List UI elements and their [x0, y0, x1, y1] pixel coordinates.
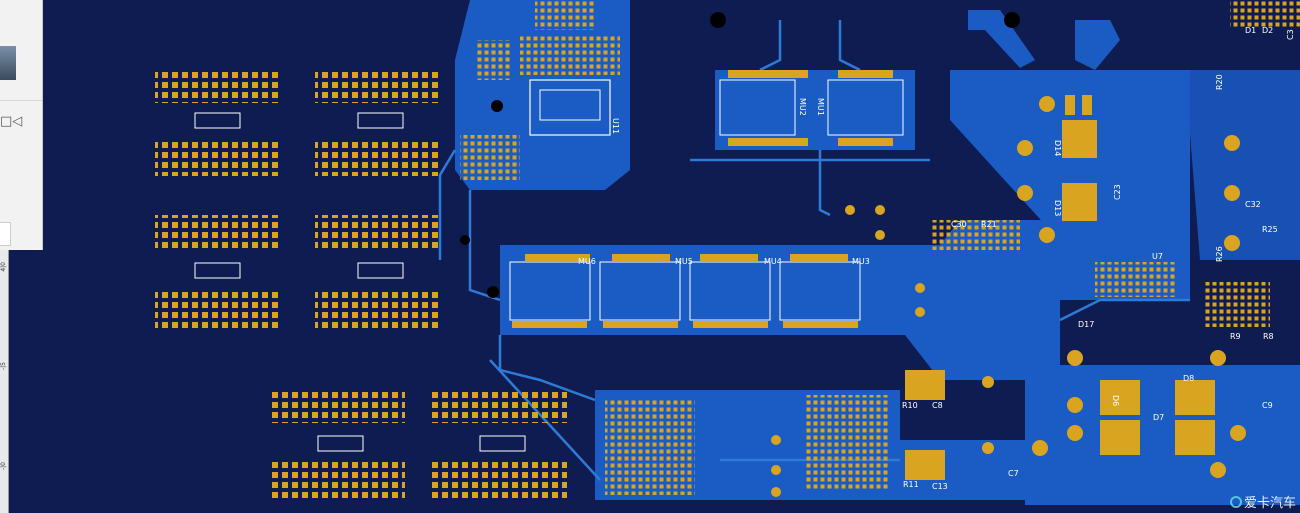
label-c3: C3	[1286, 29, 1295, 40]
side-panel: □◁	[0, 0, 43, 250]
label-mu5: MU5	[675, 257, 693, 266]
mu-modules	[509, 254, 861, 328]
label-d7: D7	[1153, 413, 1164, 422]
label-mu1: MU1	[816, 98, 825, 116]
label-d1: D1	[1245, 26, 1256, 35]
label-d6: D6	[1111, 395, 1120, 406]
panel-divider	[0, 100, 42, 101]
label-r21: R21	[981, 220, 997, 229]
label-r10: R10	[902, 401, 918, 410]
top-modules	[460, 0, 1020, 298]
video-camera-icon[interactable]: □◁	[0, 114, 23, 129]
ruler-mark: -|0	[0, 462, 7, 471]
label-mu3: MU3	[852, 257, 870, 266]
label-r11: R11	[903, 480, 919, 489]
panel-input-box[interactable]	[0, 222, 11, 246]
label-d17: D17	[1078, 320, 1094, 329]
label-r9: R9	[1230, 332, 1241, 341]
watermark-text: 爱卡汽车	[1243, 496, 1296, 511]
label-c32: C32	[1245, 200, 1261, 209]
label-d14: D14	[1053, 140, 1062, 156]
label-u7: U7	[1152, 252, 1163, 261]
label-c8: C8	[932, 401, 943, 410]
label-d13: D13	[1053, 200, 1062, 216]
vias	[771, 96, 1246, 497]
silkscreen-labels: U11 MU2 MU1 MU6 MU5 MU4 MU3 U7 D14 D13 D…	[578, 26, 1295, 491]
watermark-logo-icon	[1229, 495, 1242, 508]
label-r20: R20	[1215, 74, 1224, 90]
label-c9: C9	[1262, 401, 1273, 410]
component-clusters	[155, 68, 567, 500]
power-components	[605, 0, 1300, 495]
watermark: 爱卡汽车	[1229, 492, 1296, 511]
label-r25: R25	[1262, 225, 1278, 234]
label-c13: C13	[932, 482, 948, 491]
label-u11: U11	[611, 118, 620, 134]
ruler-mark: -|5	[0, 362, 7, 371]
label-r26: R26	[1215, 246, 1224, 262]
label-r8: R8	[1263, 332, 1274, 341]
label-d2: D2	[1262, 26, 1273, 35]
label-mu2: MU2	[798, 98, 807, 116]
label-c7: C7	[1008, 469, 1019, 478]
label-mu6: MU6	[578, 257, 596, 266]
ruler-mark: 4|0	[0, 262, 7, 272]
label-c23: C23	[1113, 184, 1122, 200]
label-mu4: MU4	[764, 257, 782, 266]
label-c30: C30	[951, 220, 967, 229]
vertical-ruler: 4|0 -|5 -|0	[0, 250, 9, 513]
label-d8: D8	[1183, 374, 1194, 383]
photo-thumbnail[interactable]	[0, 46, 16, 80]
